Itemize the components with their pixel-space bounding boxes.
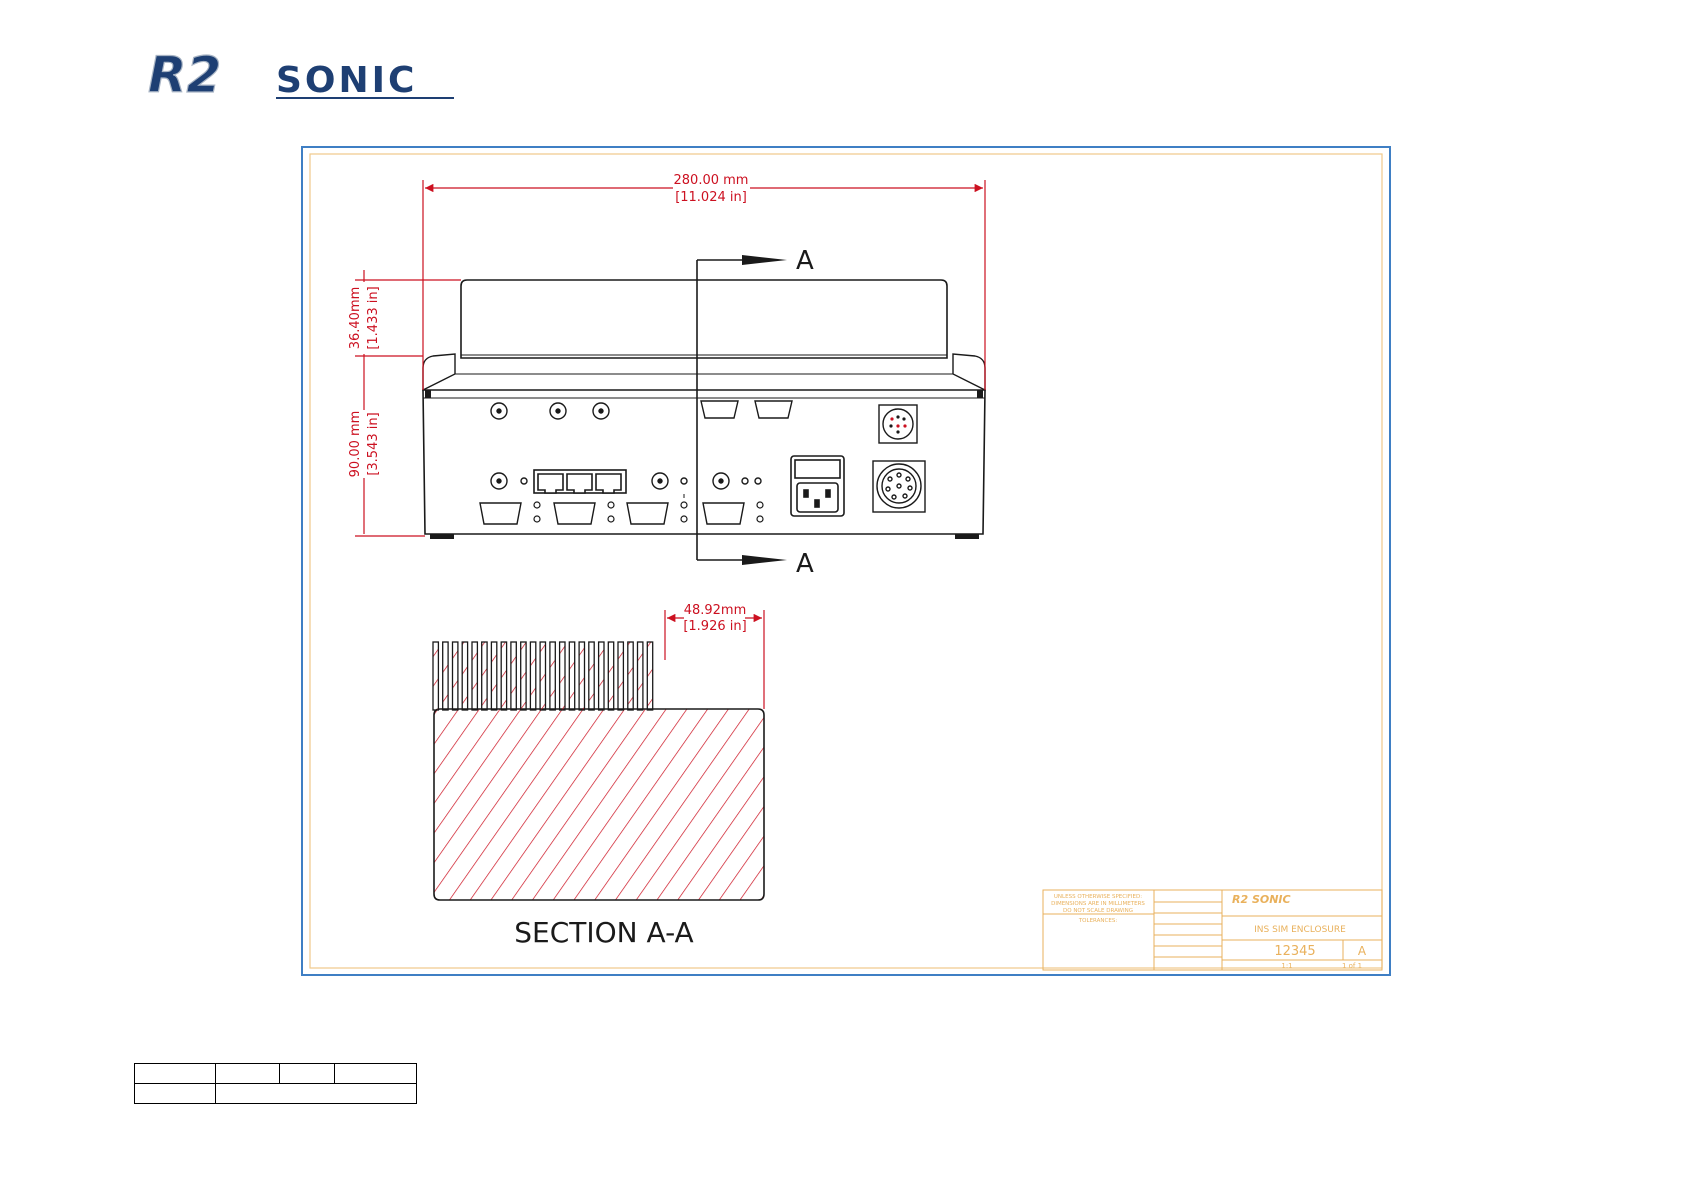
rev-cell — [216, 1084, 417, 1104]
revision-table — [134, 1063, 417, 1104]
drawing-sheet — [301, 146, 1391, 976]
r2sonic-logo: R2 SONIC — [148, 48, 458, 100]
rev-cell — [216, 1064, 280, 1084]
logo-r2-text: R2 — [148, 48, 221, 100]
logo-sonic-text: SONIC — [276, 60, 417, 100]
rev-cell — [135, 1084, 216, 1104]
rev-cell — [280, 1064, 335, 1084]
rev-cell — [135, 1064, 216, 1084]
rev-cell — [335, 1064, 417, 1084]
